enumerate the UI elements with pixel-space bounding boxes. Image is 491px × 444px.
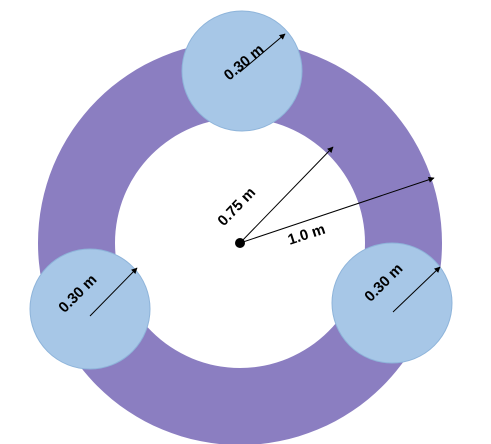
outer-radius-label: 1.0 m — [286, 221, 328, 249]
top-disc — [181, 10, 303, 132]
inner-radius-label: 0.75 m — [214, 184, 259, 229]
right-disc-radius-arrow — [392, 266, 441, 313]
inner-radius-arrow — [239, 146, 334, 244]
left-disc — [29, 248, 151, 370]
left-disc-radius-arrow — [89, 267, 138, 317]
top-disc-radius-arrow — [239, 33, 286, 73]
right-disc — [331, 242, 453, 364]
outer-radius-arrow — [239, 176, 435, 244]
